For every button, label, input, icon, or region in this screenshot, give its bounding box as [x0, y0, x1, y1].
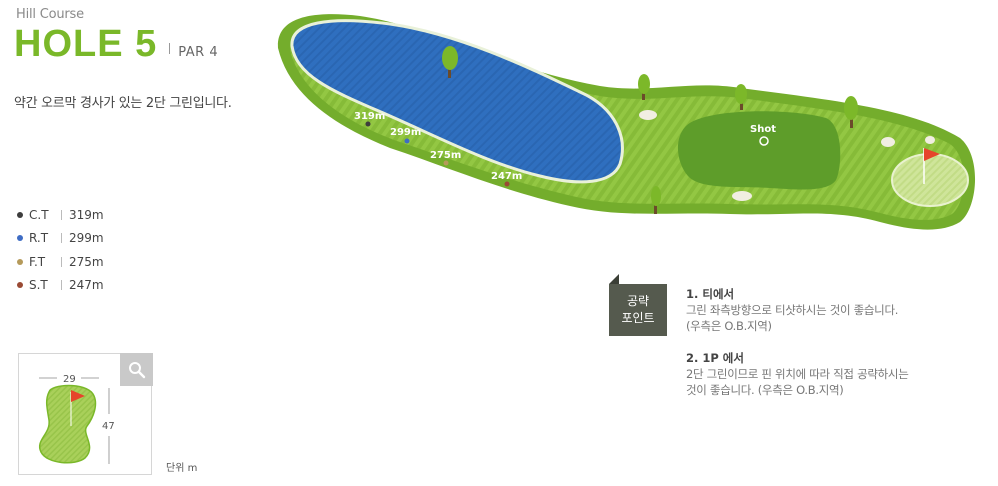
ct-marker — [365, 121, 371, 127]
flag-icon — [71, 390, 85, 402]
green-minimap: 29 47 — [18, 353, 153, 475]
tip-text: 그린 좌측방향으로 티샷하시는 것이 좋습니다. — [686, 303, 899, 317]
badge-line: 포인트 — [621, 311, 655, 325]
tree-icon — [638, 74, 650, 100]
unit-label: 단위 m — [166, 463, 198, 474]
st-distance-label: 247m — [491, 171, 522, 182]
landing-zone — [677, 111, 841, 190]
tip-text: 2단 그린이므로 핀 위치에 따라 직접 공략하시는 — [686, 367, 909, 381]
badge-line: 공략 — [626, 294, 650, 308]
tee-distance: 275m — [69, 254, 104, 269]
rt-marker — [404, 138, 410, 144]
tee-row-st: S.T 247m — [17, 274, 104, 298]
shot-marker — [759, 136, 769, 146]
strategy-badge: 공략 포인트 — [609, 274, 667, 336]
tee-row-rt: R.T 299m — [17, 227, 104, 251]
tree-icon — [735, 84, 747, 110]
tee-list: C.T 319m R.T 299m F.T 275m S.T 247m — [17, 203, 104, 297]
strategy-tips: 1. 티에서 그린 좌측방향으로 티샷하시는 것이 좋습니다. (우측은 O.B… — [686, 286, 976, 414]
flag-icon — [923, 148, 940, 184]
tee-name: S.T — [29, 278, 48, 293]
tip-item: 2. 1P 에서 2단 그린이므로 핀 위치에 따라 직접 공략하시는 것이 좋… — [686, 350, 976, 398]
tip-text: (우측은 O.B.지역) — [686, 319, 772, 333]
par-divider — [169, 43, 171, 54]
tee-distance: 299m — [69, 231, 104, 246]
zoom-button[interactable] — [120, 353, 153, 386]
tee-divider — [61, 256, 62, 267]
bunker — [925, 136, 935, 144]
putting-green — [891, 153, 969, 207]
tree-icon — [442, 46, 458, 78]
ft-marker — [443, 160, 449, 166]
tee-name: C.T — [29, 207, 49, 222]
tee-dot — [17, 258, 23, 265]
tee-name: F.T — [29, 254, 46, 269]
hole-title: HOLE 5 — [14, 23, 158, 65]
tee-dot — [17, 282, 23, 289]
tip-title: 2. 1P 에서 — [686, 351, 744, 365]
hole-description: 약간 오르막 경사가 있는 2단 그린입니다. — [14, 96, 232, 111]
hole-map: 319m 299m 275m 247m Shot — [277, 14, 976, 230]
tip-item: 1. 티에서 그린 좌측방향으로 티샷하시는 것이 좋습니다. (우측은 O.B… — [686, 286, 976, 334]
tee-divider — [61, 209, 62, 220]
tip-title: 1. 티에서 — [686, 287, 735, 301]
tee-distance: 319m — [69, 207, 104, 222]
width-label: 29 — [63, 374, 76, 385]
tee-dot — [17, 235, 23, 242]
height-label: 47 — [102, 421, 115, 432]
ft-distance-label: 275m — [430, 150, 461, 161]
ct-distance-label: 319m — [354, 111, 385, 122]
tee-divider — [61, 233, 62, 244]
tree-icon — [844, 96, 858, 128]
magnifier-icon — [128, 361, 145, 378]
hole-header: HOLE 5 PAR 4 — [14, 22, 218, 66]
bunker — [881, 137, 895, 147]
st-marker — [504, 181, 510, 187]
shot-label: Shot — [750, 124, 776, 135]
par-label: PAR 4 — [178, 45, 219, 60]
tee-row-ct: C.T 319m — [17, 203, 104, 227]
bunker — [732, 191, 752, 201]
water-hazard — [290, 19, 624, 184]
tee-dot — [17, 211, 23, 218]
tee-row-ft: F.T 275m — [17, 250, 104, 274]
tip-text: 것이 좋습니다. (우측은 O.B.지역) — [686, 383, 844, 397]
tree-icon — [651, 186, 661, 214]
green-diagram: 29 47 — [38, 374, 115, 464]
bunker — [639, 110, 657, 120]
tee-divider — [61, 280, 62, 291]
course-name: Hill Course — [16, 7, 84, 22]
green-shape — [38, 384, 97, 464]
tee-distance: 247m — [69, 278, 104, 293]
rt-distance-label: 299m — [390, 127, 421, 138]
tee-name: R.T — [29, 231, 49, 246]
